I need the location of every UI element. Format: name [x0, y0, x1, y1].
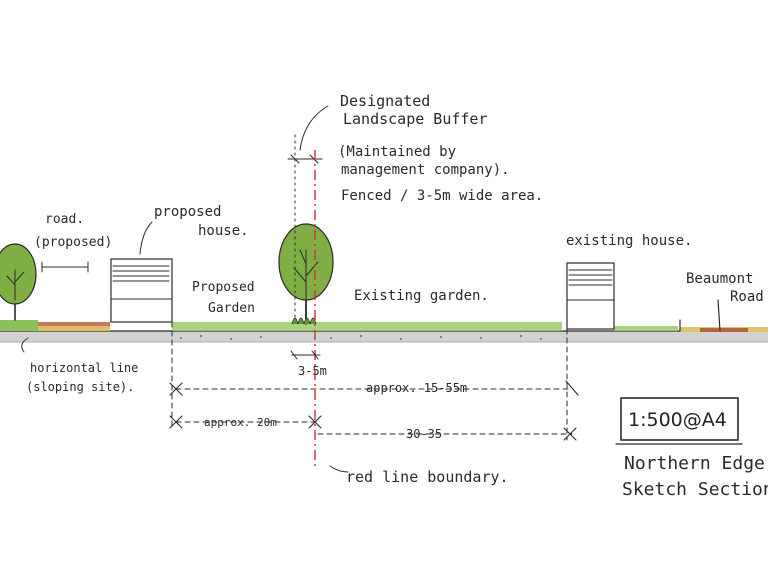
buffer-width-ticks — [290, 350, 319, 360]
buffer-top-ticks — [290, 154, 319, 164]
ground-texture — [180, 335, 542, 340]
buffer-shrubs — [291, 317, 317, 325]
buffer-leader — [299, 105, 329, 151]
grass-strip-left — [0, 320, 38, 331]
existing-house — [566, 262, 615, 330]
approx-20-label: approx. 20m — [204, 416, 277, 429]
proposed-house-leader — [139, 221, 153, 255]
beaumont-road-soil — [700, 328, 748, 332]
sloping-site-label: (sloping site). — [26, 380, 134, 394]
proposed-garden-label-2: Garden — [208, 301, 255, 316]
proposed-house-label-2: house. — [198, 223, 249, 239]
road-edge-sand — [38, 326, 110, 331]
dim-15-55-ticks — [169, 380, 579, 396]
proposed-garden-label-1: Proposed — [192, 280, 255, 295]
buffer-title-line-2: Landscape Buffer — [343, 110, 488, 128]
existing-house-label: existing house. — [566, 233, 692, 249]
road-dim — [41, 261, 89, 273]
grass-strip-garden — [172, 322, 562, 331]
existing-house-roof-lines — [566, 269, 615, 301]
fenced-note: Fenced / 3-5m wide area. — [341, 188, 543, 204]
buffer-title-line-1: Designated — [340, 92, 430, 110]
horizontal-leader — [21, 337, 29, 353]
grass-strip-right — [614, 326, 678, 331]
beaumont-label-2: Road — [730, 289, 764, 305]
road-post — [717, 299, 721, 332]
horizontal-line-label: horizontal line — [30, 361, 138, 375]
left-tree-canopy — [0, 243, 37, 305]
scale-box — [620, 397, 739, 441]
maintained-line-2: management company). — [341, 162, 510, 178]
range-30-35-label: 30-35 — [406, 427, 442, 441]
buffer-tree-branches — [293, 249, 319, 301]
dim-30-35-ticks — [563, 427, 577, 441]
beaumont-label-1: Beaumont — [686, 271, 753, 287]
maintained-line-1: (Maintained by — [338, 144, 456, 160]
dim-20-ticks — [169, 415, 322, 429]
title-line-1: Northern Edge — [624, 453, 765, 474]
scale-label: 1:500@A4 — [628, 409, 727, 431]
proposed-house-label-1: proposed — [154, 204, 221, 220]
ground-band — [0, 331, 768, 342]
existing-garden-label: Existing garden. — [354, 288, 489, 304]
proposed-house — [110, 258, 173, 323]
proposed-house-roof-lines — [110, 265, 173, 300]
road-label: road. — [45, 212, 84, 227]
left-tree-branches — [6, 269, 25, 301]
title-line-2: Sketch Section — [622, 479, 768, 500]
approx-15-55-label: approx. 15-55m — [366, 381, 467, 395]
buffer-width-label: 3-5m — [298, 364, 327, 378]
red-boundary-leader — [329, 465, 349, 473]
road-proposed-label: (proposed) — [34, 235, 112, 250]
red-line-boundary-label: red line boundary. — [346, 468, 509, 486]
